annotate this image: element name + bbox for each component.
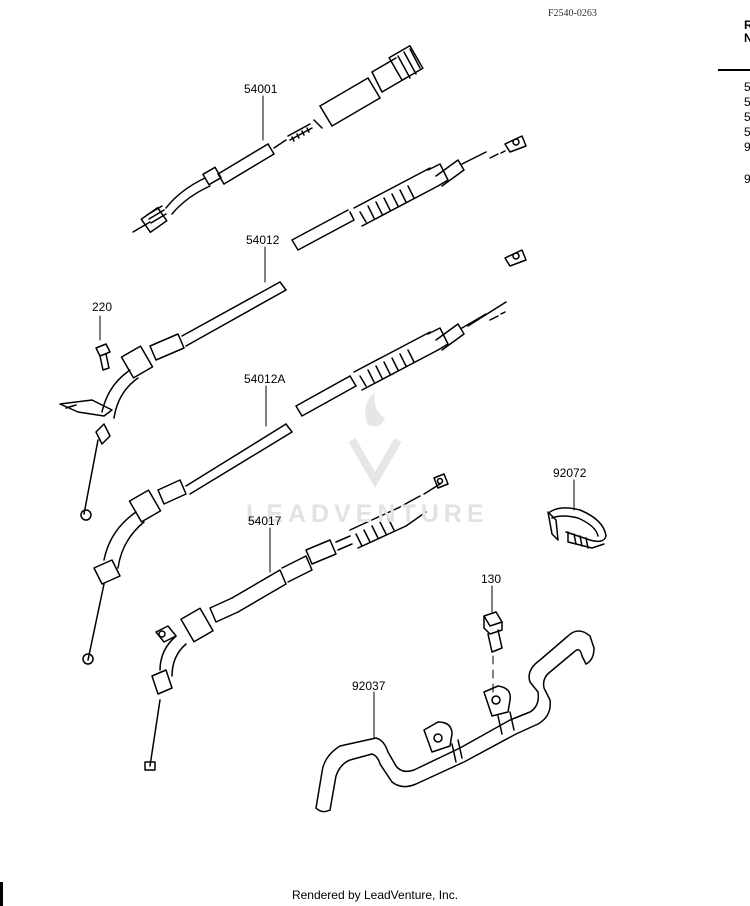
watermark-text: LEADVENTURE [246, 500, 489, 528]
footer-credit: Rendered by LeadVenture, Inc. [291, 888, 459, 902]
callout-92072: 92072 [553, 466, 587, 480]
callout-54001: 54001 [244, 82, 278, 96]
side-row-3: 5 [744, 110, 750, 124]
callout-220: 220 [92, 300, 113, 314]
cable-54001 [132, 44, 424, 234]
callout-92037: 92037 [352, 679, 386, 693]
callout-54012a: 54012A [244, 372, 286, 386]
clamp-92072 [547, 507, 607, 549]
bolt-130 [483, 611, 503, 693]
side-header-2: N [744, 31, 750, 45]
corner-mark [0, 882, 3, 906]
cable-54012a [82, 249, 527, 665]
cable-54012 [59, 135, 527, 521]
side-header-1: R [744, 18, 750, 32]
callout-130: 130 [481, 572, 502, 586]
side-row-6: 9 [744, 172, 750, 186]
callout-54017: 54017 [248, 514, 282, 528]
watermark-logo [348, 392, 402, 489]
side-row-5: 9 [744, 140, 750, 154]
callout-54012: 54012 [246, 233, 280, 247]
bolt-220 [95, 315, 111, 371]
figure-code: F2540-0263 [548, 8, 597, 19]
cable-54017 [144, 473, 449, 771]
bracket-92037 [315, 630, 595, 813]
side-row-4: 5 [744, 125, 750, 139]
leader-lines [262, 95, 575, 739]
side-row-2: 5 [744, 95, 750, 109]
side-row-1: 5 [744, 80, 750, 94]
